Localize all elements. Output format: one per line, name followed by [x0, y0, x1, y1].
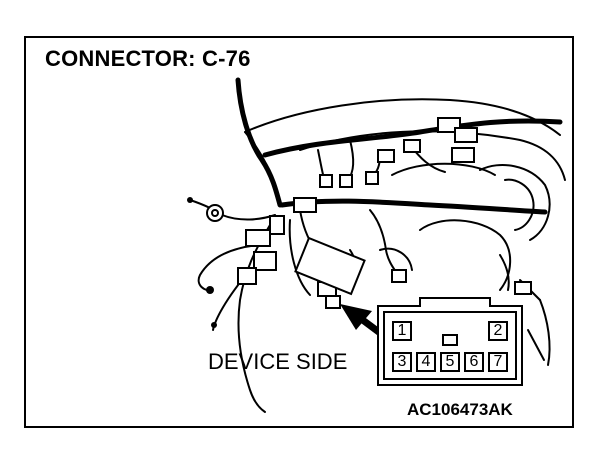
connector-title: CONNECTOR: C-76 [45, 46, 251, 71]
connector-pin-4: 4 [416, 352, 436, 372]
connector-pin-1: 1 [392, 321, 412, 341]
connector-pin-7: 7 [488, 352, 508, 372]
dashboard-outline [244, 98, 561, 136]
connector-face [377, 297, 523, 386]
device-side-label: DEVICE SIDE [208, 349, 348, 374]
connector-pin-3: 3 [392, 352, 412, 372]
connector-pin-5: 5 [440, 352, 460, 372]
diagram-code: AC106473AK [407, 400, 513, 419]
grommet [206, 204, 224, 222]
main-harness-wire [279, 198, 548, 215]
connector-pin-6: 6 [464, 352, 484, 372]
connector-pin-2: 2 [488, 321, 508, 341]
